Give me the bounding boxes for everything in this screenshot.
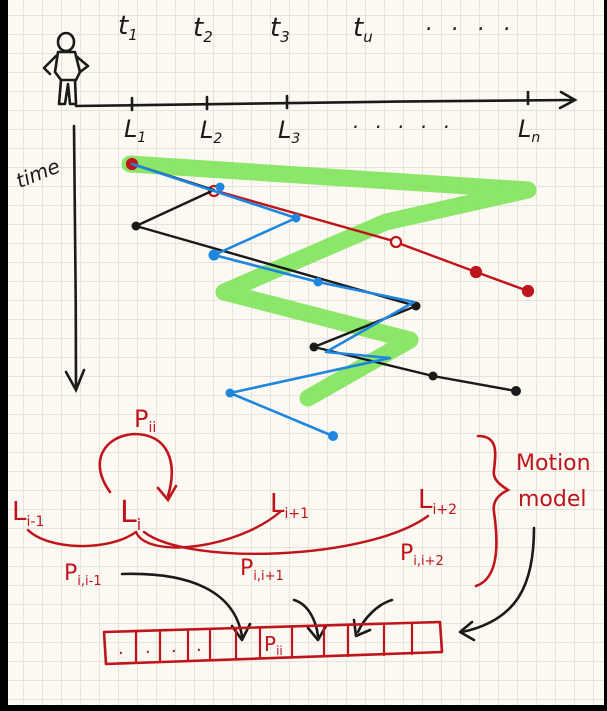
state-prev: Li-1: [12, 497, 44, 530]
location-label-2: L2: [200, 116, 222, 147]
vector-cell-1: .: [118, 638, 124, 659]
states: Li-1 Li Li+1 Li+2: [12, 485, 457, 534]
state-next2: Li+2: [418, 485, 457, 518]
location-label-n: Ln: [518, 115, 540, 146]
probability-vector: . . . . Pii: [102, 620, 444, 666]
trajectory-green: [121, 155, 537, 407]
location-axis: [74, 90, 578, 112]
person-icon: [42, 31, 90, 106]
location-labels: L1 L2 L3 . . . . . Ln: [124, 109, 540, 147]
trans-prob-prev: Pi,i-1: [64, 561, 102, 589]
transition-probs: Pi,i-1 Pi,i+1 Pi,i+2: [64, 541, 444, 589]
transition-curves: [26, 510, 430, 556]
motion-brace: [474, 434, 511, 588]
location-label-3: L3: [278, 116, 300, 147]
motion-label: Motion: [516, 451, 591, 476]
state-current: Li: [120, 495, 141, 534]
vector-cell-3: .: [171, 636, 177, 657]
vector-cell-2: .: [145, 637, 151, 658]
location-label-ellipsis: . . . . .: [353, 109, 455, 133]
time-labels: t1 t2 t3 tu . . . .: [118, 11, 517, 46]
time-axis-label: time: [12, 154, 63, 193]
time-label-4: tu: [353, 13, 373, 46]
time-label-1: t1: [118, 11, 138, 44]
time-label-3: t3: [270, 13, 290, 46]
time-axis: [64, 124, 86, 394]
trajectory-blue: [130, 162, 416, 438]
model-label: model: [518, 487, 587, 512]
self-prob-label: Pii: [134, 405, 156, 436]
time-label-ellipsis: . . . .: [426, 11, 517, 36]
vector-cell-pii: Pii: [264, 632, 283, 658]
state-next: Li+1: [270, 489, 309, 522]
vector-cells: . . . . Pii: [118, 632, 283, 659]
trans-prob-next2: Pi,i+2: [400, 541, 444, 569]
trans-prob-next: Pi,i+1: [240, 556, 284, 584]
vector-cell-4: .: [196, 635, 202, 656]
diagram-canvas: t1 t2 t3 tu . . . . L1 L2 L3 . . . . . L…: [12, 11, 591, 666]
self-transition-loop: [98, 432, 178, 503]
trajectory-blue-markers: [208, 182, 338, 441]
trajectory-black-markers: [131, 221, 521, 396]
location-label-1: L1: [124, 115, 146, 146]
time-label-2: t2: [193, 13, 213, 46]
notebook-sheet: t1 t2 t3 tu . . . . L1 L2 L3 . . . . . L…: [8, 0, 604, 705]
arrows: [120, 526, 536, 642]
